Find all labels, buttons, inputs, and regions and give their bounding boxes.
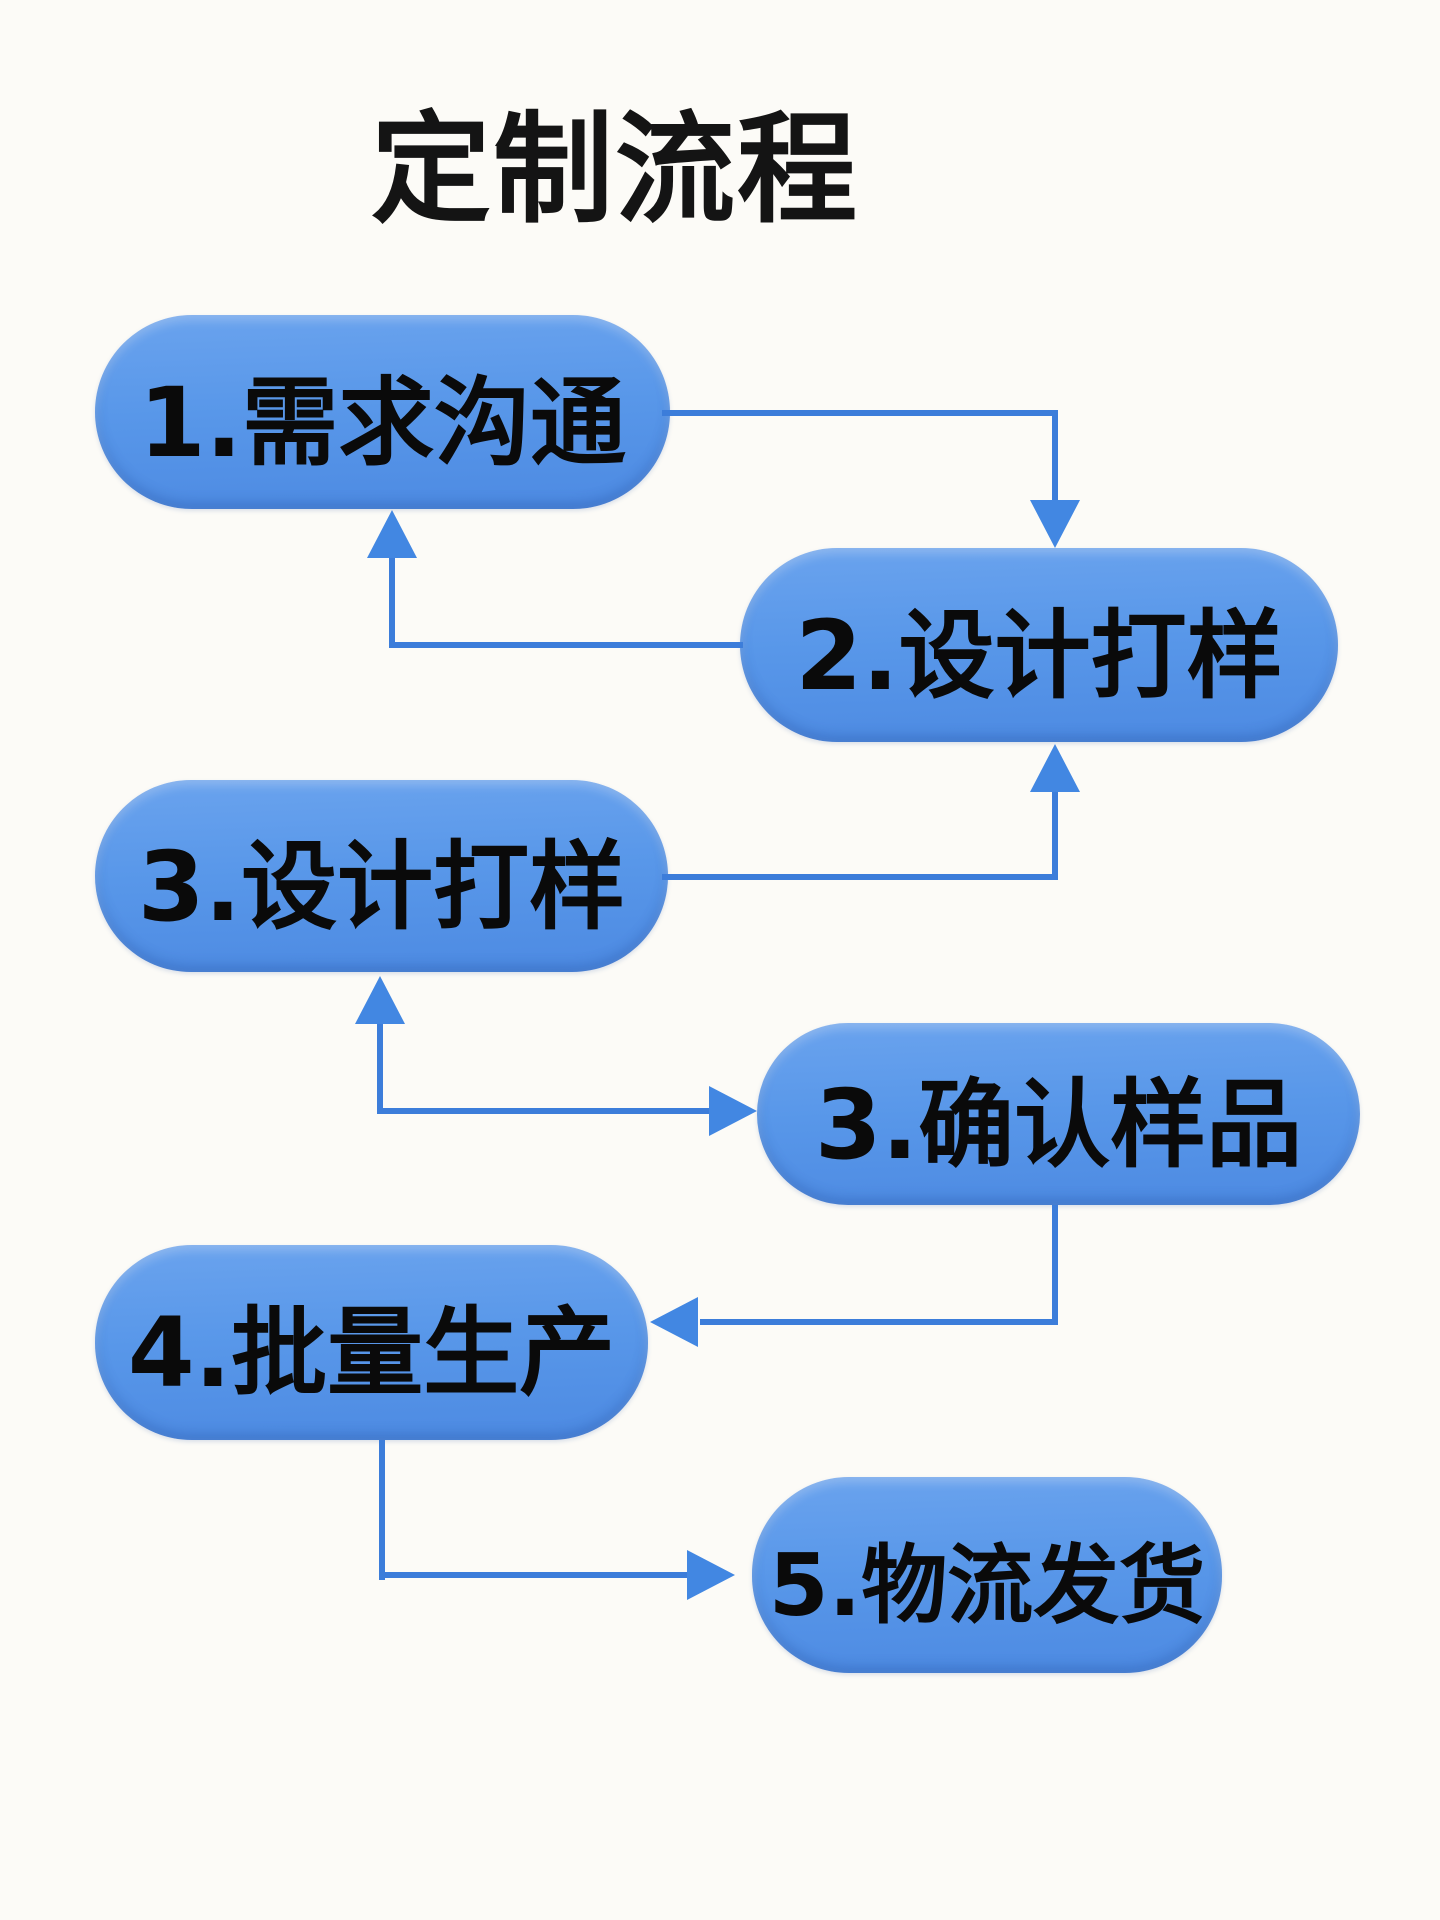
flow-node-step-2: 2.设计打样 <box>740 548 1338 742</box>
edge-2-to-1-line <box>389 554 395 648</box>
edge-5-to-6-line <box>379 1440 385 1580</box>
flow-node-step-6: 5.物流发货 <box>752 1477 1222 1673</box>
edge-3-to-2-line <box>662 874 1058 880</box>
flow-node-label: 4.批量生产 <box>127 1297 616 1409</box>
flow-node-label: 3.确认样品 <box>814 1068 1303 1181</box>
arrow-up-icon <box>355 976 405 1024</box>
arrow-up-icon <box>1030 744 1080 792</box>
arrow-right-icon <box>687 1550 735 1600</box>
flow-node-label: 5.物流发货 <box>768 1535 1206 1636</box>
edge-3-to-2-line <box>1052 788 1058 880</box>
arrow-down-icon <box>1030 500 1080 548</box>
flow-node-step-4: 3.确认样品 <box>757 1023 1360 1205</box>
flow-node-label: 2.设计打样 <box>795 599 1283 712</box>
edge-1-to-2-line <box>1052 410 1058 504</box>
flow-node-step-1: 1.需求沟通 <box>95 315 670 509</box>
flow-node-step-5: 4.批量生产 <box>95 1245 648 1440</box>
arrow-left-icon <box>650 1297 698 1347</box>
edge-4-to-5-line <box>700 1319 1058 1325</box>
flow-node-step-3: 3.设计打样 <box>95 780 668 972</box>
flow-node-label: 1.需求沟通 <box>138 366 627 479</box>
edge-2-to-1-line <box>389 642 743 648</box>
arrow-up-icon <box>367 510 417 558</box>
edge-5-to-6-line <box>379 1572 691 1578</box>
page-title: 定制流程 <box>371 101 859 240</box>
edge-1-to-2-line <box>662 410 1058 416</box>
arrow-right-icon <box>709 1086 757 1136</box>
edge-4-to-3-line <box>377 1022 383 1114</box>
edge-4-to-5-line <box>1052 1205 1058 1325</box>
flow-node-label: 3.设计打样 <box>137 830 626 943</box>
edge-4-to-3-line <box>377 1108 710 1114</box>
